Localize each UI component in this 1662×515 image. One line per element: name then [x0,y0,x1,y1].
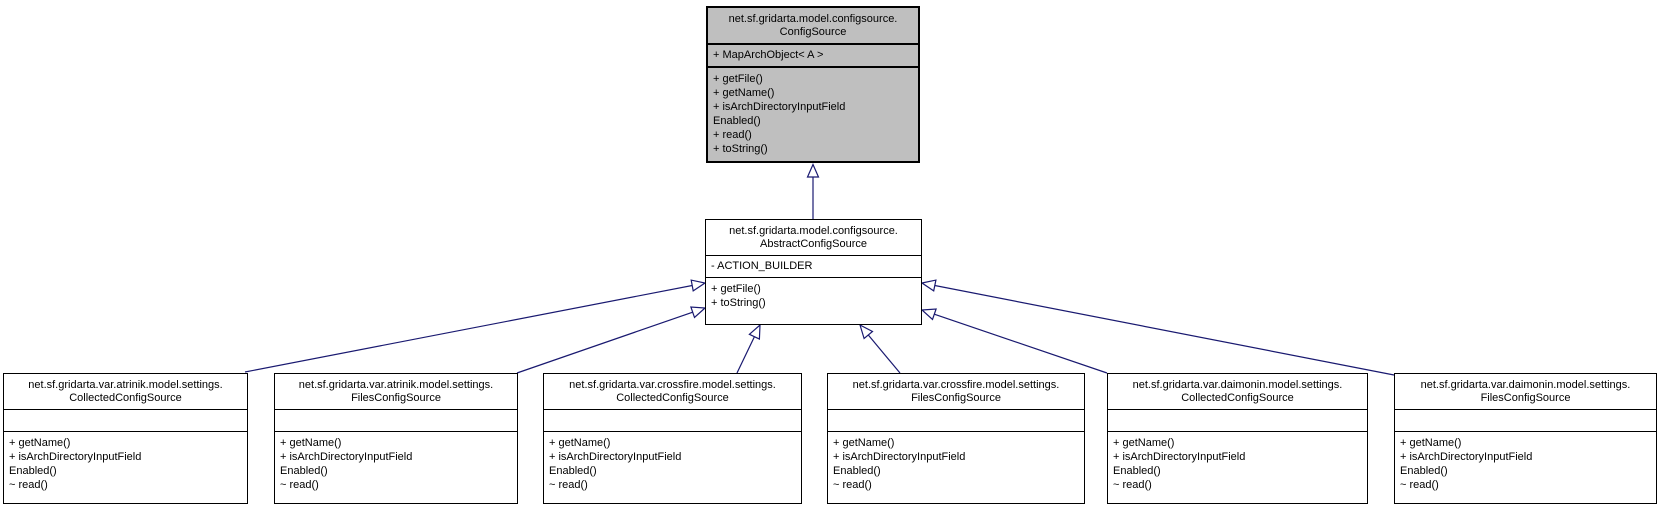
class-box-atrinik-filesconfigsource[interactable]: net.sf.gridarta.var.atrinik.model.settin… [274,373,518,504]
method-line: + getName() [713,87,775,99]
class-methods: + getFile() + getName() + isArchDirector… [708,68,918,161]
class-title: net.sf.gridarta.var.crossfire.model.sett… [828,374,1084,410]
method-line: ~ read() [9,479,48,491]
attribute-line: + MapArchObject< A > [713,49,824,61]
class-box-daimonin-collectedconfigsource[interactable]: net.sf.gridarta.var.daimonin.model.setti… [1107,373,1368,504]
edge-atrinik-collected [244,279,707,373]
method-line: Enabled() [713,115,761,127]
class-name: CollectedConfigSource [1181,392,1294,404]
class-package: net.sf.gridarta.var.crossfire.model.sett… [852,379,1060,391]
method-line: + getFile() [713,73,763,85]
attribute-line: - ACTION_BUILDER [711,260,813,272]
class-title: net.sf.gridarta.var.crossfire.model.sett… [544,374,801,410]
class-methods: + getName() + isArchDirectoryInputField … [1108,432,1367,503]
method-line: ~ read() [833,479,872,491]
class-attributes [275,410,517,432]
class-methods: + getName() + isArchDirectoryInputField … [1395,432,1656,503]
class-methods: + getName() + isArchDirectoryInputField … [544,432,801,503]
method-line: + isArchDirectoryInputField [713,101,846,113]
class-name: AbstractConfigSource [760,238,867,250]
method-line: + isArchDirectoryInputField [833,451,966,463]
class-box-atrinik-collectedconfigsource[interactable]: net.sf.gridarta.var.atrinik.model.settin… [3,373,248,504]
class-package: net.sf.gridarta.var.daimonin.model.setti… [1132,379,1343,391]
method-line: + toString() [713,143,768,155]
method-line: + getName() [1113,437,1175,449]
method-line: + getName() [9,437,71,449]
edge-abstract-to-root [806,163,820,219]
method-line: + getName() [549,437,611,449]
class-methods: + getFile() + toString() [706,278,921,324]
class-title: net.sf.gridarta.var.atrinik.model.settin… [4,374,247,410]
class-package: net.sf.gridarta.var.atrinik.model.settin… [298,379,494,391]
class-title: net.sf.gridarta.var.atrinik.model.settin… [275,374,517,410]
method-line: + read() [713,129,752,141]
method-line: + toString() [711,297,766,309]
edge-daimonin-collected [920,308,1108,374]
class-name: CollectedConfigSource [69,392,182,404]
class-box-daimonin-filesconfigsource[interactable]: net.sf.gridarta.var.daimonin.model.setti… [1394,373,1657,504]
class-title: net.sf.gridarta.var.daimonin.model.setti… [1395,374,1656,410]
class-attributes: + MapArchObject< A > [708,45,918,68]
method-line: + getName() [833,437,895,449]
method-line: + isArchDirectoryInputField [1113,451,1246,463]
method-line: + getName() [280,437,342,449]
class-methods: + getName() + isArchDirectoryInputField … [4,432,247,503]
method-line: Enabled() [280,465,328,477]
method-line: Enabled() [1113,465,1161,477]
method-line: + isArchDirectoryInputField [9,451,142,463]
method-line: + isArchDirectoryInputField [1400,451,1533,463]
method-line: Enabled() [833,465,881,477]
method-line: Enabled() [549,465,597,477]
class-attributes: - ACTION_BUILDER [706,256,921,278]
method-line: + isArchDirectoryInputField [280,451,413,463]
class-name: CollectedConfigSource [616,392,729,404]
class-box-configsource[interactable]: net.sf.gridarta.model.configsource. Conf… [706,6,920,163]
class-attributes [544,410,801,432]
class-box-crossfire-filesconfigsource[interactable]: net.sf.gridarta.var.crossfire.model.sett… [827,373,1085,504]
method-line: + getFile() [711,283,761,295]
method-line: ~ read() [280,479,319,491]
method-line: + getName() [1400,437,1462,449]
method-line: ~ read() [1113,479,1152,491]
class-box-crossfire-collectedconfigsource[interactable]: net.sf.gridarta.var.crossfire.model.sett… [543,373,802,504]
class-package: net.sf.gridarta.var.crossfire.model.sett… [569,379,776,391]
class-name: ConfigSource [779,26,847,38]
class-title: net.sf.gridarta.var.daimonin.model.setti… [1108,374,1367,410]
class-title: net.sf.gridarta.model.configsource. Abst… [706,220,921,256]
edge-atrinik-files [516,306,707,374]
method-line: Enabled() [9,465,57,477]
class-package: net.sf.gridarta.var.atrinik.model.settin… [28,379,223,391]
class-attributes [828,410,1084,432]
edge-crossfire-files [859,323,901,374]
edge-crossfire-collected [736,323,761,374]
class-name: FilesConfigSource [351,392,441,404]
method-line: ~ read() [549,479,588,491]
method-line: + isArchDirectoryInputField [549,451,682,463]
class-attributes [1395,410,1656,432]
class-package: net.sf.gridarta.model.configsource. [729,225,898,237]
edge-daimonin-files [920,279,1395,376]
class-attributes [4,410,247,432]
class-title: net.sf.gridarta.model.configsource. Conf… [708,8,918,45]
method-line: ~ read() [1400,479,1439,491]
class-attributes [1108,410,1367,432]
method-line: Enabled() [1400,465,1448,477]
class-methods: + getName() + isArchDirectoryInputField … [275,432,517,503]
class-name: FilesConfigSource [1480,392,1571,404]
class-box-abstractconfigsource[interactable]: net.sf.gridarta.model.configsource. Abst… [705,219,922,325]
class-methods: + getName() + isArchDirectoryInputField … [828,432,1084,503]
class-name: FilesConfigSource [911,392,1001,404]
class-package: net.sf.gridarta.model.configsource. [728,13,898,25]
class-package: net.sf.gridarta.var.daimonin.model.setti… [1420,379,1631,391]
